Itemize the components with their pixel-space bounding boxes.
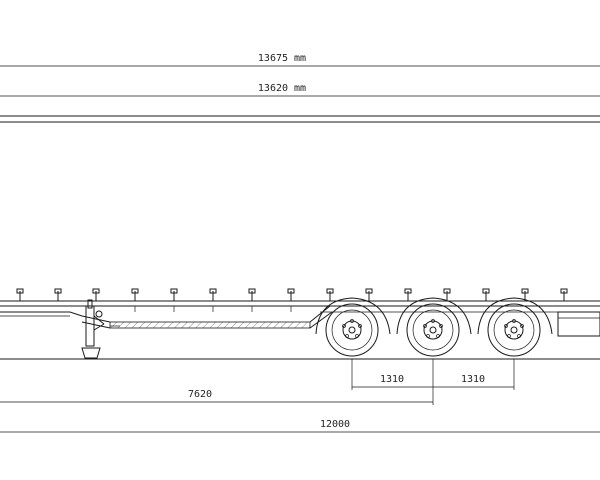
deck-length-dimension: 13620 mm xyxy=(0,83,600,97)
wheel-axle-3 xyxy=(477,297,553,357)
trailer-deck xyxy=(0,300,600,329)
reference-length-label: 12000 xyxy=(320,419,350,430)
overall-length-label: 13675 mm xyxy=(258,53,306,64)
overall-length-dimension: 13675 mm xyxy=(0,53,600,67)
kingpin-axle-label: 7620 xyxy=(188,389,212,400)
deck-length-label: 13620 mm xyxy=(258,83,306,94)
side-stakes xyxy=(16,288,568,312)
rear-toolbox xyxy=(557,311,600,337)
kingpin-axle-dimension: 7620 xyxy=(0,389,433,403)
wheel-axle-1 xyxy=(315,297,391,357)
axle-spacing-1-label: 1310 xyxy=(380,374,404,385)
axle-spacing-dimensions: 1310 1310 xyxy=(351,359,515,405)
wheel-axle-2 xyxy=(396,297,472,357)
reference-length-dimension: 12000 xyxy=(0,419,600,433)
axle-spacing-2-label: 1310 xyxy=(461,374,485,385)
roof-outline xyxy=(0,115,600,123)
landing-gear xyxy=(81,299,120,359)
